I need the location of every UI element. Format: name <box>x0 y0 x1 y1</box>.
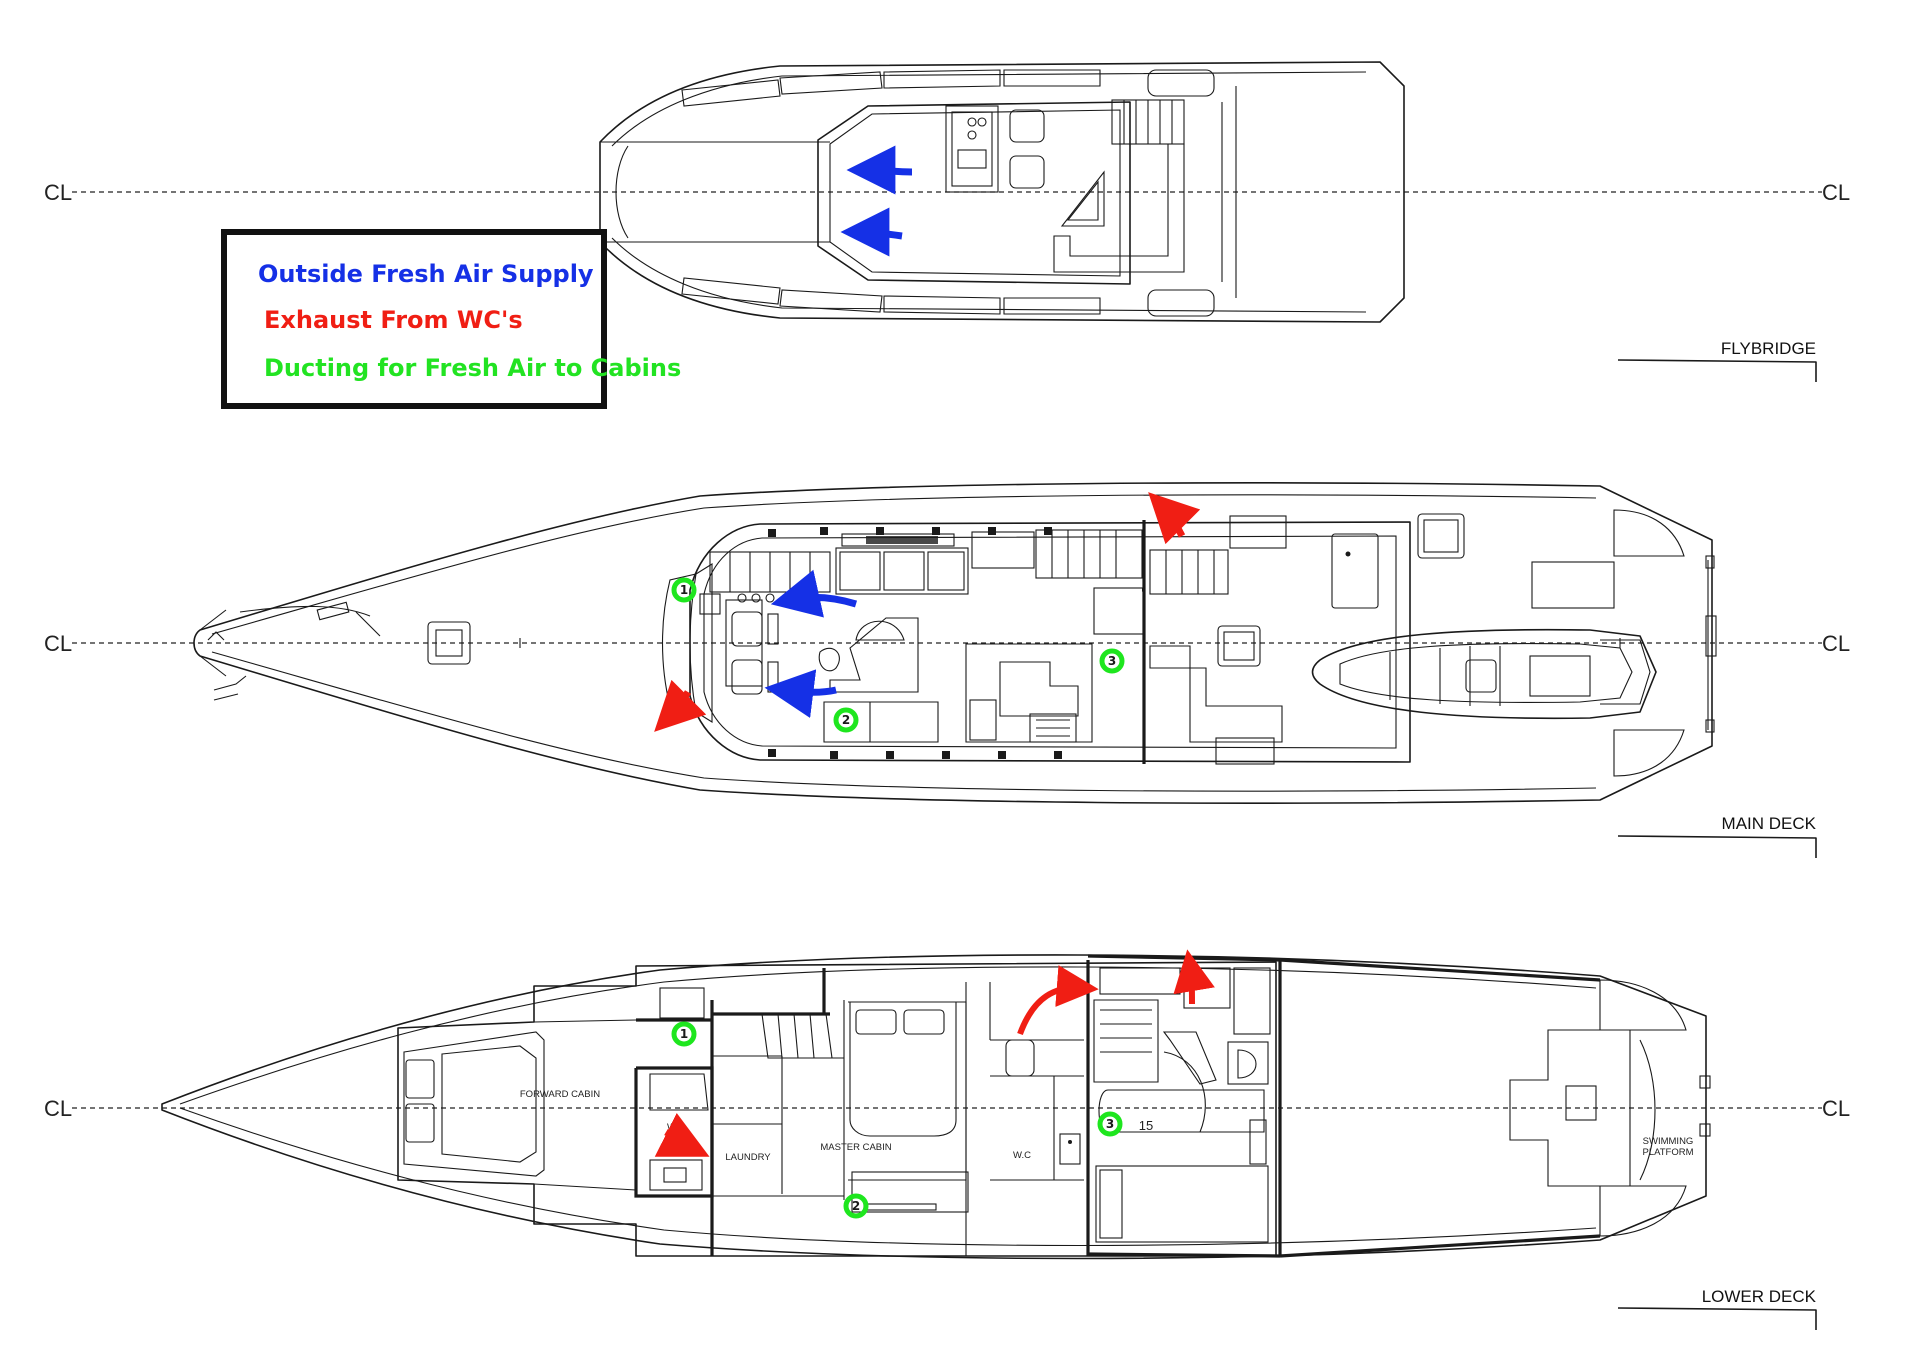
exhaust-arrow-icon <box>1173 949 1215 1005</box>
cl-left-label: CL <box>44 631 72 656</box>
deck-label-flybridge: FLYBRIDGE <box>1617 339 1817 382</box>
cl-right-label: CL <box>1822 180 1850 205</box>
deck-label-lower-deck: LOWER DECK <box>1617 1287 1817 1330</box>
exhaust-arrow-icon <box>654 1112 710 1157</box>
duct-marker: 3 <box>1097 1111 1123 1137</box>
legend-item-ducting: Ducting for Fresh Air to Cabins <box>264 354 681 382</box>
exhaust-arrow-icon <box>1017 965 1099 1036</box>
legend-item-exhaust: Exhaust From WC's <box>264 306 523 334</box>
cl-right-label: CL <box>1822 1096 1850 1121</box>
deck-title: FLYBRIDGE <box>1721 339 1816 358</box>
svg-text:3: 3 <box>1106 1117 1114 1131</box>
cl-left-label: CL <box>44 1096 72 1121</box>
duct-marker: 1 <box>671 1021 697 1047</box>
room-label-master-cabin: MASTER CABIN <box>820 1142 891 1153</box>
deck-title: LOWER DECK <box>1702 1287 1817 1306</box>
cl-left-label: CL <box>44 180 72 205</box>
exhaust-arrow-icon <box>654 679 707 732</box>
duct-marker: 2 <box>843 1193 869 1219</box>
duct-marker: 1 <box>671 577 697 603</box>
room-label-swimming: SWIMMING <box>1643 1136 1694 1147</box>
room-number: 15 <box>1139 1118 1153 1133</box>
duct-marker: 2 <box>833 707 859 733</box>
legend: Outside Fresh Air Supply Exhaust From WC… <box>221 229 681 409</box>
duct-marker: 3 <box>1099 648 1125 674</box>
lower-deck-plan <box>161 954 1711 1260</box>
flybridge-plan <box>599 61 1405 323</box>
supply-arrow-icon <box>846 145 913 195</box>
supply-arrow-icon <box>770 569 858 618</box>
deck-label-main-deck: MAIN DECK <box>1617 814 1817 858</box>
supply-arrow-icon <box>764 669 837 718</box>
exhaust-arrow-icon <box>1148 492 1201 545</box>
room-label-platform: PLATFORM <box>1642 1147 1693 1158</box>
room-label-forward-cabin: FORWARD CABIN <box>520 1089 600 1100</box>
legend-item-supply: Outside Fresh Air Supply <box>258 260 594 288</box>
deck-title: MAIN DECK <box>1722 814 1817 833</box>
main-deck-plan <box>193 482 1717 804</box>
svg-text:3: 3 <box>1108 654 1116 668</box>
cl-right-label: CL <box>1822 631 1850 656</box>
supply-arrow-icon <box>840 207 903 257</box>
svg-text:1: 1 <box>680 583 688 597</box>
room-label-wc-mid: W.C <box>1013 1150 1031 1161</box>
svg-text:1: 1 <box>680 1027 688 1041</box>
room-label-laundry: LAUNDRY <box>725 1152 771 1163</box>
centerline-lower-deck: CL CL <box>44 1096 1850 1121</box>
svg-text:2: 2 <box>852 1199 860 1213</box>
svg-text:2: 2 <box>842 713 850 727</box>
centerline-main-deck: CL CL <box>44 631 1850 656</box>
